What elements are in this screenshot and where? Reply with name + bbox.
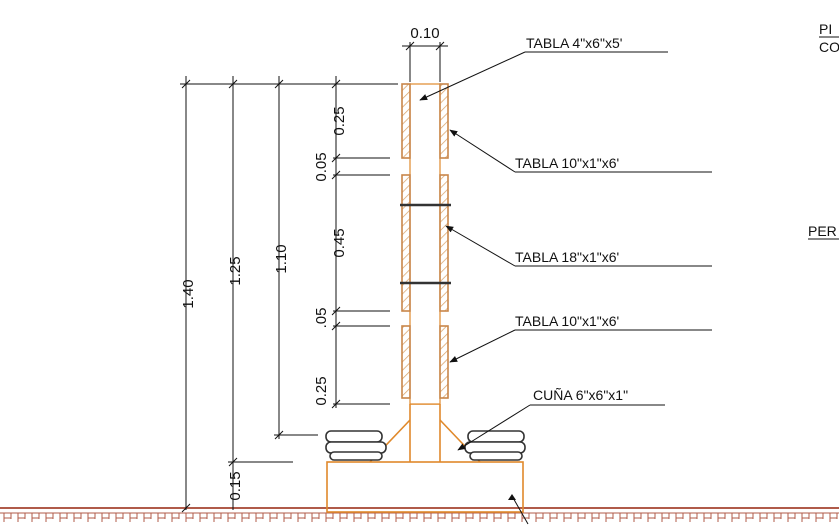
label-tabla-top: TABLA 4"x6"x5' xyxy=(526,35,622,51)
dim-005-text: 0.05 xyxy=(313,152,330,181)
label-tabla-10b: TABLA 10"x1"x6' xyxy=(515,313,619,329)
dim-125-text: 1.25 xyxy=(227,256,244,285)
dim-top-width xyxy=(402,41,448,82)
extension-lines xyxy=(180,83,398,463)
center-post xyxy=(409,83,441,405)
sandbag-left xyxy=(325,430,387,461)
label-tabla-10a: TABLA 10"x1"x6' xyxy=(515,155,619,171)
edge-text-co: CO xyxy=(819,39,839,55)
label-tabla-18: TABLA 18"x1"x6' xyxy=(515,249,619,265)
ground-strip xyxy=(0,507,839,522)
label-cuna: CUÑA 6"x6"x1" xyxy=(533,387,628,403)
left-boards xyxy=(401,83,411,399)
dim-045-text: 0.45 xyxy=(331,228,348,257)
sandbag-right xyxy=(464,430,526,461)
edge-text-per: PER xyxy=(808,223,837,239)
edge-text-pi: PI xyxy=(819,21,832,37)
dim-top-width-text: 0.10 xyxy=(410,25,439,42)
dim-015-text: 0.15 xyxy=(227,471,244,500)
dim-lines xyxy=(181,76,341,513)
dim-025a-text: 0.25 xyxy=(331,106,348,135)
leaders xyxy=(419,51,712,525)
dim-140-text: 1.40 xyxy=(180,279,197,308)
dim-025b-text: 0.25 xyxy=(313,376,330,405)
dim-05-text: .05 xyxy=(313,308,330,329)
dim-110-text: 1.10 xyxy=(273,244,290,273)
tie-rods xyxy=(400,203,451,285)
right-boards xyxy=(439,83,449,399)
